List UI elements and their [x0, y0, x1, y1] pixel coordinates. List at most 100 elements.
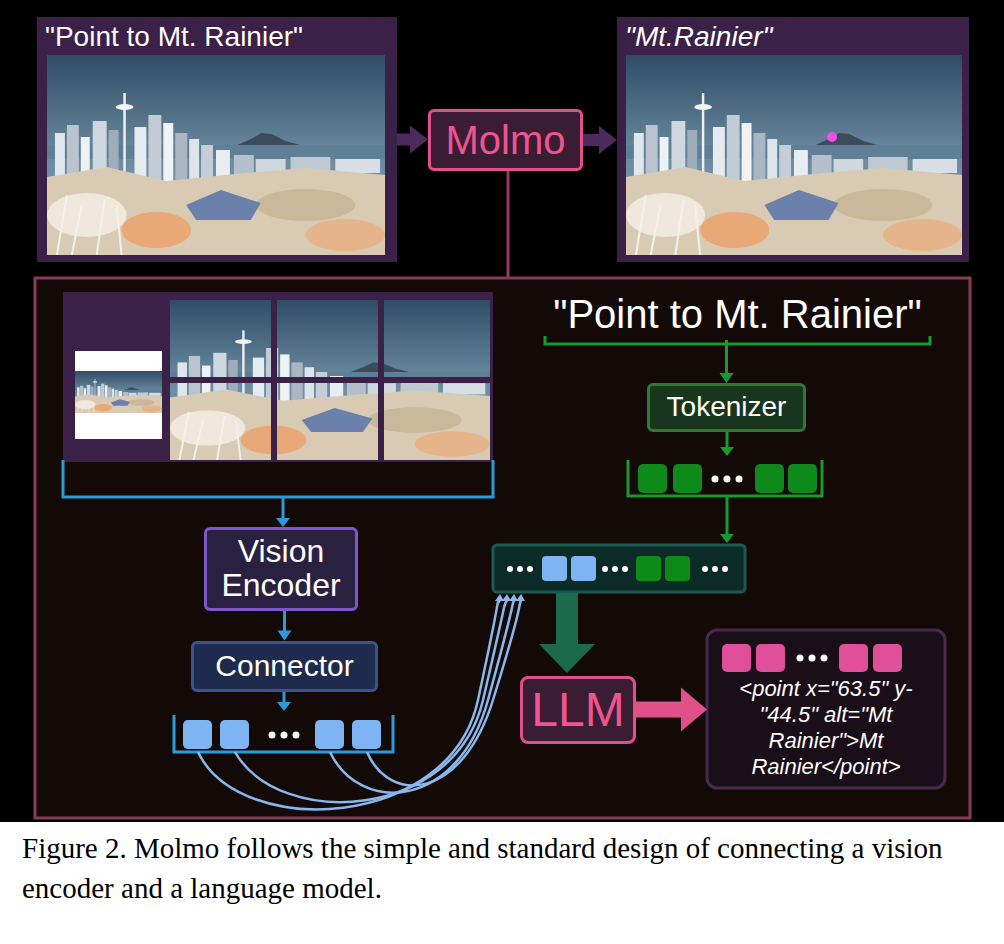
model-box: Molmo	[428, 109, 583, 171]
arrow-connector	[583, 126, 617, 154]
token-curves	[516, 594, 525, 601]
input-panel-art	[37, 17, 397, 262]
token-curves	[330, 600, 514, 793]
crop-bracket	[276, 518, 290, 527]
token-curves	[495, 594, 504, 601]
node-label: Molmo	[445, 117, 565, 163]
arrow-connector	[636, 688, 707, 732]
output-panel-art	[617, 17, 969, 262]
green-tokens	[788, 464, 817, 493]
figure-caption: Figure 2. Molmo follows the simple and s…	[22, 828, 984, 908]
green-tokens	[638, 464, 667, 493]
arrow-head	[410, 126, 428, 154]
output-box-art	[756, 644, 785, 672]
prompt-bracket	[545, 336, 930, 344]
green-tokens	[755, 464, 784, 493]
crop-bracket	[282, 497, 285, 519]
joined-sequence	[722, 566, 728, 572]
image-crops	[75, 413, 162, 439]
output-box-art	[797, 655, 804, 662]
output-panel-art	[617, 17, 969, 262]
node-label: "Point to Mt. Rainier"	[45, 21, 303, 53]
joined-sequence	[493, 545, 745, 592]
token-curves	[367, 600, 521, 785]
output-panel-art	[626, 55, 962, 255]
node-label: "Point to Mt. Rainier"	[553, 291, 922, 337]
crop-bracket	[63, 460, 493, 497]
crop-bracket	[63, 460, 493, 527]
joined-sequence	[665, 556, 690, 581]
joined-sequence	[507, 566, 513, 572]
connector-line	[636, 702, 684, 718]
joined-sequence	[542, 556, 567, 581]
joined-sequence	[636, 556, 661, 581]
connector-line	[583, 134, 601, 146]
link-line	[507, 160, 510, 279]
blue-tokens	[352, 720, 381, 749]
node-label: Connector	[215, 649, 353, 684]
blue-tokens	[283, 691, 286, 703]
token-curves	[509, 594, 518, 601]
input-panel-art	[47, 55, 385, 255]
output-box-art	[707, 630, 945, 788]
node-label: Vision Encoder	[213, 535, 349, 602]
output-box-art	[722, 644, 751, 672]
green-tokens	[673, 464, 702, 493]
blue-tokens	[174, 691, 393, 752]
output-box-art	[809, 655, 816, 662]
model-box: LLM	[520, 676, 636, 744]
node-label: "Mt.Rainier"	[625, 21, 772, 53]
process-box: Tokenizer	[647, 383, 806, 432]
detail-panel	[35, 278, 970, 818]
joined-sequence	[527, 566, 533, 572]
green-tokens	[628, 460, 822, 496]
dark-ground	[0, 0, 1004, 822]
output-box-art	[873, 644, 902, 672]
feed-arrow	[539, 593, 595, 673]
arrow-head	[681, 688, 707, 732]
token-curves	[502, 594, 511, 601]
arrow-head	[278, 631, 292, 641]
joined-sequence	[622, 566, 628, 572]
arrow-connector	[720, 340, 734, 383]
image-crops	[170, 300, 490, 460]
arrow-connector	[278, 611, 292, 641]
image-crops	[63, 292, 493, 462]
blue-tokens	[277, 702, 291, 711]
prompt-text: "Point to Mt. Rainier"	[545, 288, 930, 340]
node-label: LLM	[531, 682, 624, 737]
green-tokens	[712, 476, 719, 483]
joined-sequence	[712, 566, 718, 572]
process-box: Connector	[191, 641, 378, 692]
connector-line	[283, 611, 286, 632]
image-crops	[63, 292, 493, 462]
prompt-bracket	[545, 336, 930, 344]
green-tokens	[724, 476, 731, 483]
joined-sequence	[612, 566, 618, 572]
connector-line	[725, 340, 728, 374]
output-box: <point x="63.5" y-"44.5" alt="Mt Rainier…	[707, 630, 945, 788]
green-tokens	[736, 476, 743, 483]
joined-sequence	[571, 556, 596, 581]
arrow-head	[599, 126, 617, 154]
token-curves	[235, 600, 507, 802]
arrow-connector	[397, 126, 428, 154]
image-crops	[75, 371, 162, 413]
output-box-art	[707, 630, 945, 788]
blue-tokens	[315, 720, 344, 749]
blue-tokens	[183, 720, 212, 749]
input-panel-art	[37, 17, 397, 262]
joined-sequence	[493, 545, 745, 592]
blue-tokens	[174, 715, 393, 752]
node-label: <point x="63.5" y-"44.5" alt="Mt Rainier…	[717, 676, 935, 780]
feed-arrow	[539, 644, 595, 673]
joined-sequence	[517, 566, 523, 572]
feed-arrow	[556, 593, 578, 645]
node-label: Tokenizer	[667, 391, 787, 423]
arrow-head	[720, 373, 734, 383]
blue-tokens	[269, 732, 276, 739]
output-panel: "Mt.Rainier"	[617, 17, 969, 262]
green-tokens	[726, 432, 729, 448]
green-tokens	[720, 534, 734, 543]
